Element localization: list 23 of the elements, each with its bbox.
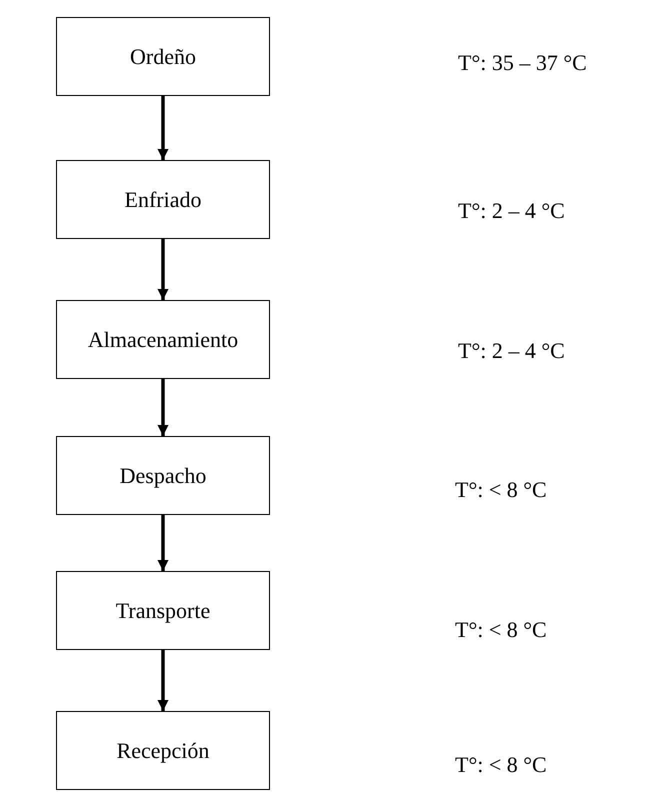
temperature-note: T°: 35 – 37 °C [458, 50, 587, 76]
step-label: Ordeño [130, 44, 196, 70]
arrow [157, 379, 169, 436]
temperature-note: T°: < 8 °C [455, 617, 547, 643]
process-box [56, 300, 270, 379]
process-box [56, 160, 270, 239]
process-box [56, 17, 270, 96]
arrow [157, 515, 169, 571]
step-label: Enfriado [124, 186, 202, 212]
process-box [56, 436, 270, 515]
step-label: Recepción [116, 738, 210, 764]
process-box [56, 571, 270, 650]
temperature-note: T°: < 8 °C [455, 752, 547, 778]
step-label: Despacho [120, 462, 206, 488]
step-label: Almacenamiento [88, 326, 238, 352]
process-box [56, 711, 270, 790]
arrow [157, 96, 169, 160]
temperature-note: T°: < 8 °C [455, 477, 547, 503]
temperature-note: T°: 2 – 4 °C [458, 338, 565, 364]
arrow [157, 239, 169, 300]
step-label: Transporte [116, 598, 210, 624]
temperature-note: T°: 2 – 4 °C [458, 198, 565, 224]
arrow [157, 650, 169, 711]
